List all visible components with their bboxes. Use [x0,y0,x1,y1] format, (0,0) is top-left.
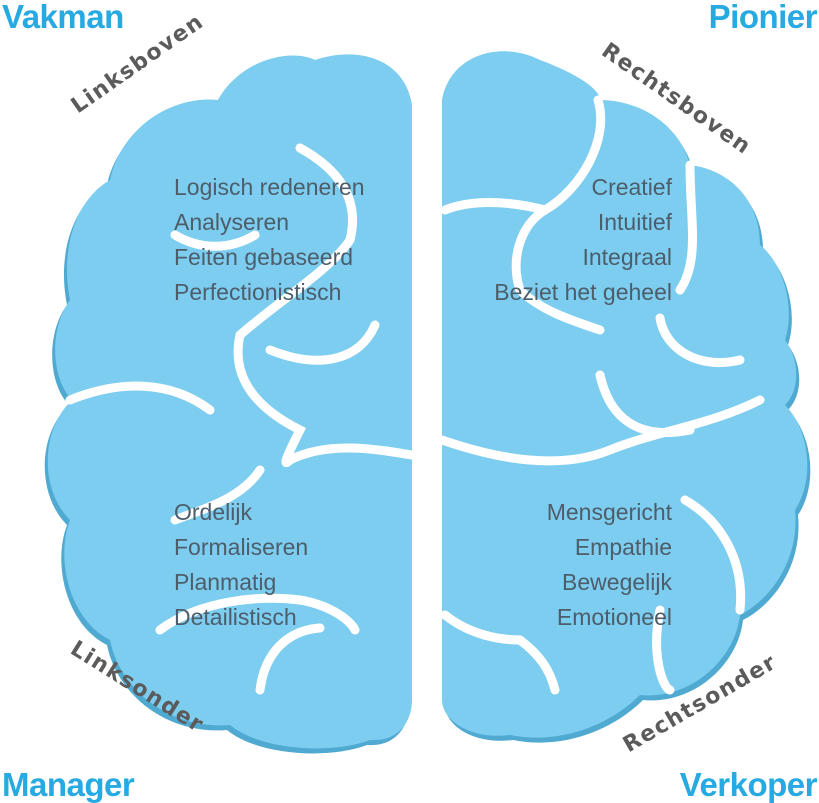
corner-title-manager: Manager [2,766,135,803]
trait-item: Formaliseren [174,534,309,560]
trait-item: Analyseren [174,209,290,235]
trait-item: Beziet het geheel [494,279,672,305]
trait-list-bottom-left: Ordelijk Formaliseren Planmatig Detailis… [174,495,308,635]
trait-list-bottom-right: Mensgericht Empathie Bewegelijk Emotione… [547,495,672,635]
left-hemisphere [47,54,412,749]
trait-item: Feiten gebaseerd [174,244,354,270]
trait-item: Planmatig [174,569,277,595]
corner-title-pionier: Pionier [708,0,818,35]
trait-item: Mensgericht [546,499,672,525]
trait-list-top-left: Logisch redeneren Analyseren Feiten geba… [174,170,365,310]
trait-item: Perfectionistisch [174,279,342,305]
trait-item: Integraal [582,244,672,270]
trait-item: Creatief [591,174,672,200]
trait-item: Intuitief [597,209,672,235]
corner-title-verkoper: Verkoper [679,766,818,803]
corner-title-vakman: Vakman [2,0,124,35]
trait-item: Emotioneel [556,604,672,630]
trait-item: Detailistisch [174,604,297,630]
trait-item: Logisch redeneren [174,174,365,200]
right-folds [437,95,765,695]
trait-item: Empathie [574,534,672,560]
trait-list-top-right: Creatief Intuitief Integraal Beziet het … [494,170,672,310]
trait-item: Bewegelijk [562,569,672,595]
trait-item: Ordelijk [174,499,252,525]
left-folds [65,143,417,695]
